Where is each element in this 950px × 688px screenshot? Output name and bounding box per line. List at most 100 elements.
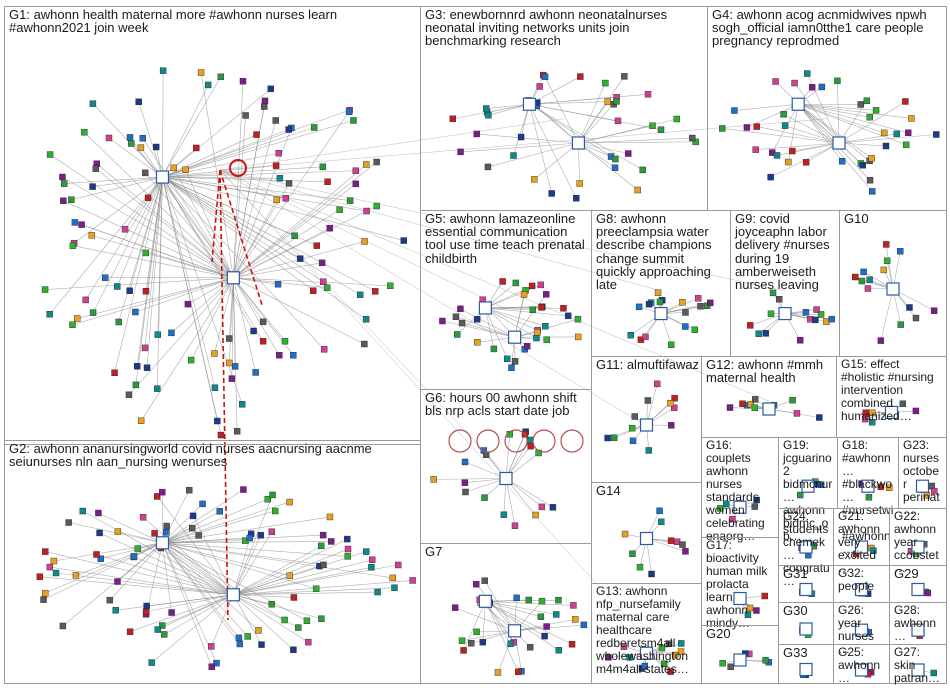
edge bbox=[794, 82, 840, 144]
node bbox=[729, 515, 736, 523]
edge bbox=[784, 313, 827, 322]
node bbox=[869, 419, 876, 426]
edge bbox=[162, 542, 217, 664]
node bbox=[930, 669, 937, 677]
node bbox=[153, 493, 161, 500]
node bbox=[555, 647, 562, 654]
group-label: G10 bbox=[844, 211, 869, 226]
node bbox=[537, 613, 545, 620]
group-label: G27: skin patran… bbox=[894, 645, 941, 685]
node bbox=[106, 596, 114, 604]
node bbox=[631, 413, 638, 420]
node bbox=[142, 169, 149, 177]
node bbox=[52, 569, 60, 577]
node bbox=[142, 288, 150, 295]
node bbox=[352, 167, 359, 174]
hub-node bbox=[832, 136, 846, 150]
node bbox=[208, 663, 215, 670]
group-label: G26: year nurses… bbox=[838, 603, 875, 656]
edge bbox=[505, 478, 554, 508]
node bbox=[61, 180, 68, 187]
node bbox=[682, 548, 689, 555]
edge bbox=[162, 176, 328, 183]
node bbox=[868, 155, 875, 162]
edge bbox=[485, 307, 538, 331]
node bbox=[252, 369, 259, 376]
edge bbox=[233, 277, 391, 287]
node bbox=[336, 206, 343, 213]
node bbox=[752, 146, 759, 153]
edge bbox=[72, 277, 234, 325]
edge bbox=[756, 126, 840, 144]
edge bbox=[485, 601, 519, 673]
edge bbox=[485, 307, 508, 359]
hub-node bbox=[778, 306, 792, 321]
edge bbox=[162, 516, 330, 544]
edge bbox=[91, 235, 234, 279]
node bbox=[132, 381, 140, 389]
node bbox=[629, 550, 636, 557]
node bbox=[537, 281, 544, 289]
node bbox=[880, 129, 888, 137]
node bbox=[667, 537, 675, 544]
node bbox=[893, 130, 900, 138]
group-g21: G21: awhonn very excited… bbox=[833, 508, 890, 575]
edge bbox=[45, 542, 163, 594]
group-g3: G3: enewbornnrd awhonn neonatalnurses ne… bbox=[420, 6, 708, 211]
node bbox=[264, 496, 271, 503]
node bbox=[272, 507, 279, 515]
node bbox=[762, 657, 769, 664]
edge bbox=[578, 141, 696, 144]
edge bbox=[233, 533, 252, 595]
node bbox=[461, 458, 469, 466]
group-label: G18: #awhonn… #blackwo… #nursetwi… #awho… bbox=[842, 438, 894, 556]
edge bbox=[162, 176, 301, 259]
hub-node bbox=[654, 306, 668, 321]
node bbox=[282, 195, 290, 202]
node bbox=[59, 622, 67, 630]
node bbox=[645, 447, 652, 454]
node bbox=[908, 115, 915, 122]
group-g22: G22: awhonn year ccobstet… bbox=[889, 508, 947, 575]
group-g30: G30 bbox=[778, 602, 834, 645]
edge bbox=[144, 172, 234, 278]
node bbox=[253, 131, 260, 138]
node bbox=[363, 548, 370, 555]
node bbox=[102, 274, 109, 281]
edge bbox=[461, 630, 515, 641]
edge bbox=[63, 200, 234, 279]
node bbox=[160, 631, 168, 638]
node bbox=[257, 532, 264, 539]
node bbox=[746, 604, 754, 612]
edge bbox=[108, 137, 163, 178]
node bbox=[857, 101, 864, 108]
group-label: G19: jcguarino2 bidmcnur… awhonn bidmc_o… bbox=[783, 438, 833, 543]
node bbox=[458, 637, 466, 644]
node bbox=[272, 117, 279, 124]
edge bbox=[755, 142, 840, 150]
group-label: G29 bbox=[894, 567, 919, 581]
node bbox=[877, 483, 885, 490]
node bbox=[668, 341, 675, 348]
cross-edge bbox=[219, 169, 770, 402]
group-g9: G9: covid joyceaphn labor delivery #nurs… bbox=[730, 210, 840, 357]
node bbox=[629, 437, 637, 445]
node bbox=[95, 509, 102, 517]
node bbox=[71, 219, 79, 226]
node bbox=[863, 97, 871, 104]
node bbox=[639, 166, 646, 174]
node bbox=[430, 476, 437, 483]
node bbox=[902, 141, 910, 149]
node bbox=[719, 659, 726, 667]
node bbox=[538, 304, 545, 311]
node bbox=[543, 623, 550, 630]
node bbox=[79, 507, 86, 515]
group-g12: G12: awhonn #mmh maternal health bbox=[701, 356, 837, 438]
node bbox=[512, 279, 520, 287]
node bbox=[128, 140, 135, 147]
node bbox=[541, 73, 549, 81]
node bbox=[323, 284, 331, 291]
edge bbox=[798, 104, 870, 162]
node bbox=[627, 331, 634, 339]
